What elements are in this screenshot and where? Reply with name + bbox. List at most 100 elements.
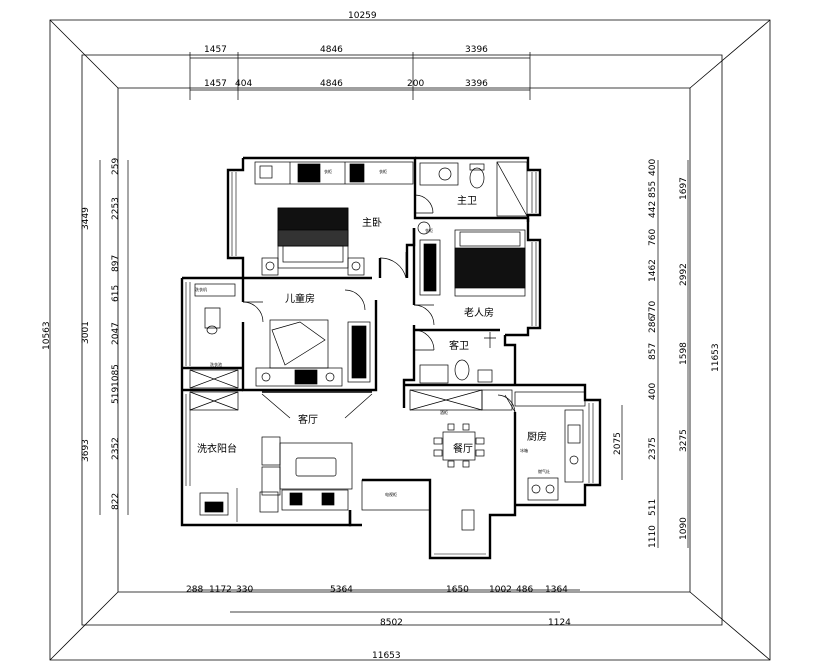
dim-left-overall: 10563 <box>42 321 52 350</box>
dim-right: 770 <box>648 301 658 318</box>
dim-right: 2992 <box>679 263 689 286</box>
balcony-cabinet <box>189 369 239 389</box>
elder-wardrobe <box>419 239 441 296</box>
wardrobe-hangers <box>297 163 321 183</box>
tv-cabinet <box>361 479 431 511</box>
kids-bed <box>269 319 329 369</box>
dim-right: 2375 <box>648 437 658 460</box>
guest-vanity <box>419 364 449 384</box>
bath-sink <box>417 221 431 235</box>
dim-left: 259 <box>111 158 121 175</box>
windows <box>185 172 594 555</box>
dim-top: 200 <box>407 79 424 89</box>
bath-vanity <box>419 162 459 186</box>
dim-left: 3449 <box>81 207 91 230</box>
dim-top: 1457 <box>204 79 227 89</box>
dim-bottom-small: 1124 <box>548 618 571 628</box>
dim-right: 400 <box>648 383 658 400</box>
dim-bottom-overall: 11653 <box>372 651 401 661</box>
dim-kitchen: 2075 <box>613 432 623 455</box>
dim-left: 2253 <box>111 197 121 220</box>
outer-frame <box>49 19 771 661</box>
fixture-tags: 衣柜 衣柜 衣柜 洗衣机 洗衣池 酒柜 冰箱 燃气灶 电视柜 <box>195 168 550 497</box>
dim-left: 615 <box>111 285 121 302</box>
dim-right: 400 <box>648 159 658 176</box>
dim-top: 1457 <box>204 45 227 55</box>
washing-machine <box>199 492 229 516</box>
dim-left: 897 <box>111 255 121 272</box>
room-label-elder-room: 老人房 <box>464 306 494 319</box>
room-label-dining-room: 餐厅 <box>453 442 473 455</box>
room-label-laundry-balcony: 洗衣阳台 <box>197 442 237 455</box>
dim-bottom: 1172 <box>209 585 232 595</box>
room-label-master-bath: 主卫 <box>457 195 477 207</box>
dim-bottom-sub: 8502 <box>380 618 403 628</box>
kids-desk <box>255 367 343 387</box>
armchair <box>261 436 281 466</box>
dim-right: 286 <box>648 316 658 333</box>
dim-right: 760 <box>648 229 658 246</box>
master-nightstand-right <box>347 257 365 276</box>
dim-top: 4846 <box>320 45 343 55</box>
dim-left: 519 <box>111 387 121 404</box>
guest-toilet <box>454 359 470 381</box>
room-label-kids-room: 儿童房 <box>285 292 315 305</box>
kids-wardrobe <box>347 321 371 383</box>
dim-right: 857 <box>648 343 658 360</box>
dim-top: 3396 <box>465 45 488 55</box>
dim-right: 1598 <box>679 342 689 365</box>
master-nightstand-left <box>261 257 279 276</box>
dim-right: 855 <box>648 181 658 198</box>
room-label-guest-bath: 客卫 <box>449 339 469 352</box>
dim-left: 2047 <box>111 322 121 345</box>
room-label-living-room: 客厅 <box>298 413 318 426</box>
dim-right: 1090 <box>679 517 689 540</box>
sofa <box>281 489 349 511</box>
dim-left: 3001 <box>81 321 91 344</box>
dim-left: 3693 <box>81 439 91 462</box>
dim-bottom: 1364 <box>545 585 568 595</box>
dim-bottom: 288 <box>186 585 203 595</box>
dim-bottom: 1650 <box>446 585 469 595</box>
dim-right: 511 <box>648 499 658 516</box>
dim-right: 442 <box>648 201 658 218</box>
dimension-texts: 10259 1457 4846 3396 1457 404 4846 200 3… <box>42 11 721 661</box>
dim-top: 4846 <box>320 79 343 89</box>
furniture <box>189 161 586 531</box>
dim-bottom: 486 <box>516 585 533 595</box>
dim-top: 404 <box>235 79 252 89</box>
dim-bottom: 5364 <box>330 585 353 595</box>
room-labels: 主卧 主卫 老人房 儿童房 客卫 客厅 餐厅 厨房 洗衣阳台 <box>197 195 547 455</box>
doors <box>242 194 516 413</box>
dim-left: 822 <box>111 493 121 510</box>
svg-text:衣柜: 衣柜 <box>379 168 387 174</box>
dim-right: 1697 <box>679 177 689 200</box>
svg-text:冰箱: 冰箱 <box>520 447 528 453</box>
svg-text:洗衣机: 洗衣机 <box>195 286 207 292</box>
dim-top-overall: 10259 <box>348 11 377 21</box>
kitchen-counter-right <box>564 409 584 483</box>
laundry-counter <box>194 283 236 297</box>
svg-text:电视柜: 电视柜 <box>385 491 397 497</box>
kitchen-counter-top <box>514 391 586 407</box>
dim-top: 3396 <box>465 79 488 89</box>
dim-bottom: 330 <box>236 585 253 595</box>
dim-left: 2352 <box>111 437 121 460</box>
dim-right-overall: 11653 <box>711 343 721 372</box>
svg-text:衣柜: 衣柜 <box>324 168 332 174</box>
coffee-table-rug <box>279 442 353 490</box>
dim-bottom: 1002 <box>489 585 512 595</box>
svg-text:洗衣池: 洗衣池 <box>210 361 222 367</box>
master-wardrobe <box>254 161 414 185</box>
master-toilet <box>469 167 485 189</box>
dim-right: 1110 <box>648 525 658 548</box>
svg-text:衣柜: 衣柜 <box>425 227 433 233</box>
dimension-lines <box>99 52 689 613</box>
stove <box>527 477 559 501</box>
svg-text:酒柜: 酒柜 <box>440 409 448 415</box>
svg-text:燃气灶: 燃气灶 <box>538 468 550 474</box>
walls <box>180 156 602 560</box>
dim-right: 3275 <box>679 429 689 452</box>
dim-left: 1085 <box>111 364 121 387</box>
